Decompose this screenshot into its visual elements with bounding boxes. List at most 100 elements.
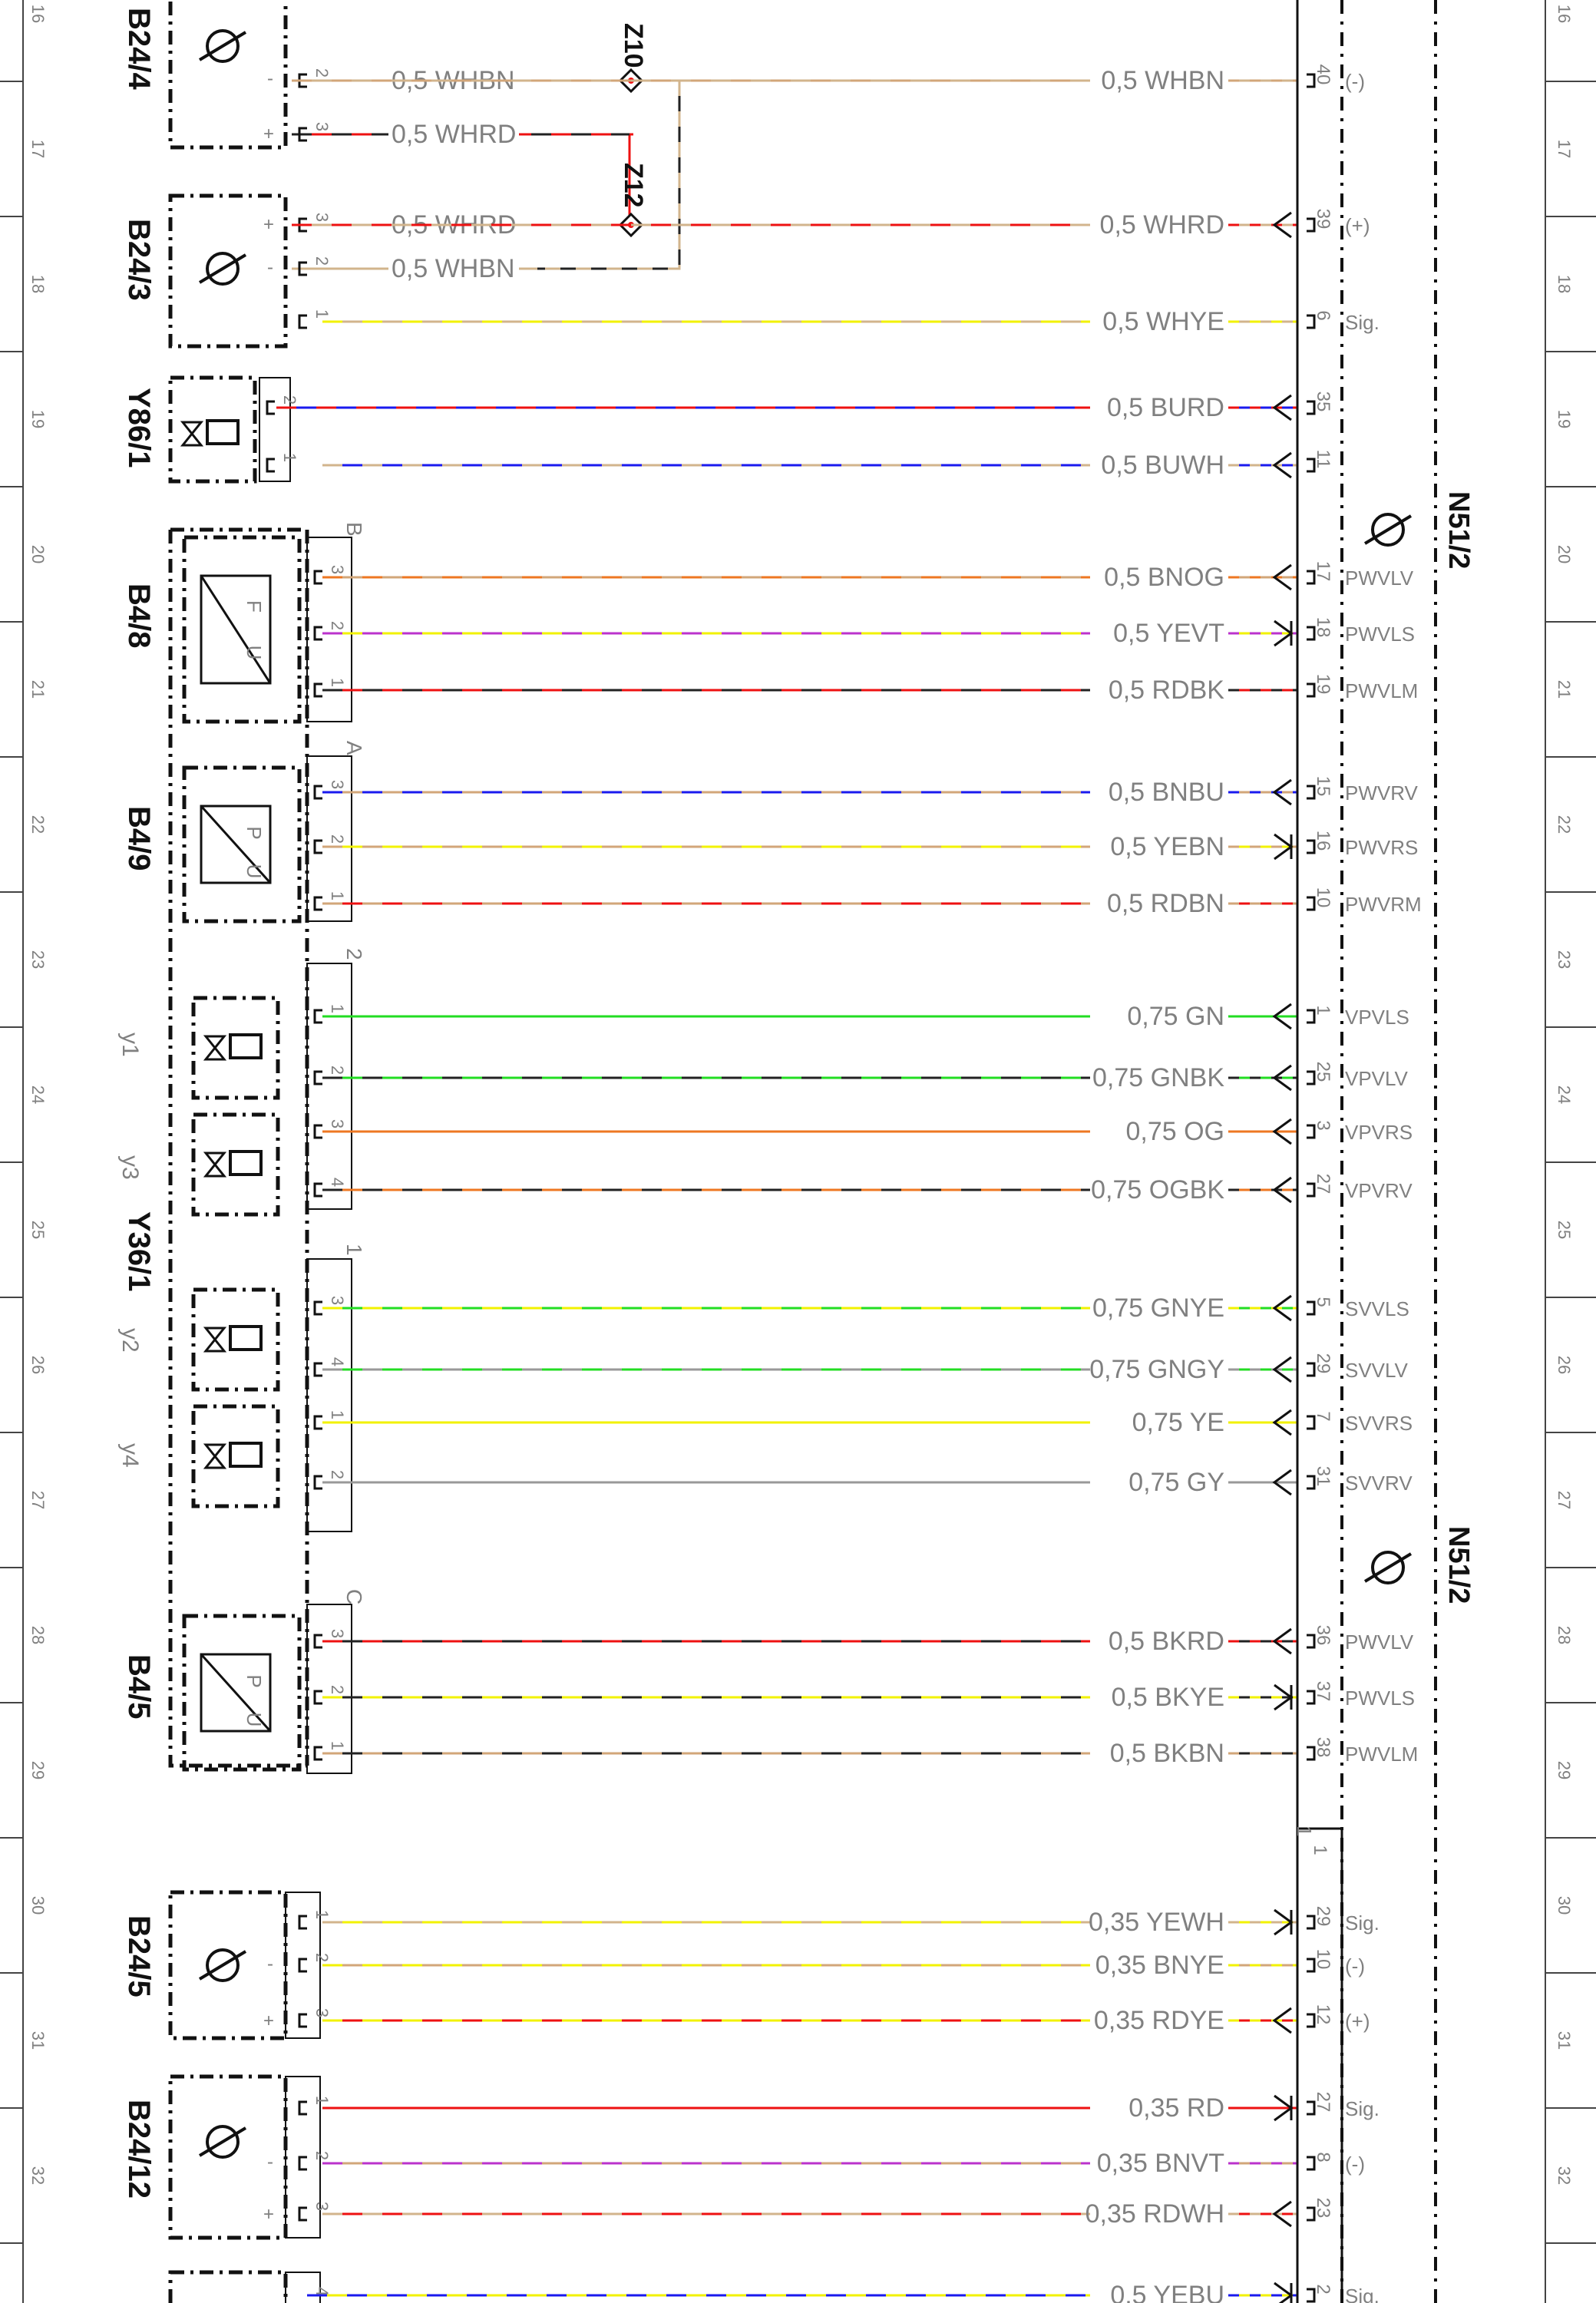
ecu-signal-label: VPVRV [1345,1179,1413,1202]
arrow-in-icon [1272,394,1292,421]
arrow-in-icon [1272,1469,1292,1496]
row-number-right: 17 [1555,140,1574,158]
pin-connector [266,400,275,415]
arrow-in-icon [1272,1003,1292,1030]
transducer-slash [200,1653,272,1733]
wire-label: 0,35 YEWH [1089,1908,1224,1937]
connector-letter: 1 [342,1244,366,1256]
wire-label: 0,5 YEBN [1110,832,1224,861]
ecu-pin-number: 27 [1313,1174,1333,1194]
wire-label-bg [1090,208,1228,239]
control-unit-label: N51/2 [1442,491,1475,569]
pin-number: 1 [312,309,332,319]
wire-label-bg [1090,1173,1228,1204]
ecu-signal-label: PWVLM [1345,679,1418,702]
pin-connector [298,1915,307,1930]
connector-housing [306,963,352,1210]
pin-number: 3 [328,565,347,574]
ecu-pin-connector [1307,314,1316,329]
wire-label: 0,75 GNYE [1092,1294,1224,1323]
row-number-left: 26 [28,1356,48,1374]
module-enclosure [168,527,309,1768]
control-unit-icon [1363,513,1413,547]
pin-connector [313,1634,322,1649]
transducer-letter: U [243,646,266,660]
wire-label: 0,75 GNGY [1089,1355,1224,1384]
pin-number: 1 [312,1910,332,1919]
sensor-icon [206,252,240,286]
connector-letter: C [342,1589,366,1604]
connector-housing [306,1258,352,1532]
transducer-slash [200,805,272,884]
ecu-pin-number: 23 [1313,2198,1333,2219]
splice-label: Z12 [619,163,648,208]
row-number-left: 21 [28,680,48,699]
ecu-pin-connector [1307,682,1316,698]
sensor-icon [206,29,240,63]
wire-label-bg [1090,887,1228,917]
ecu-pin-number: 31 [1313,1466,1333,1487]
valve-icon [203,1035,227,1061]
ecu-pin-connector [1307,1746,1316,1761]
valve-coil-icon [229,1033,263,1059]
pin-number: 3 [312,213,332,222]
ecu-signal-label: PWVLS [1345,623,1415,646]
ecu-pin-connector [1307,1009,1316,1024]
connector-housing [259,377,291,482]
row-number-right: 25 [1555,1221,1574,1239]
pins-b24-12: 123 [298,2096,332,2222]
wire-label-bg [388,208,519,239]
wire-label: 0,5 YEBU [1110,2281,1224,2303]
wire-label: 0,75 OG [1125,1117,1224,1146]
wire-label-bg [1090,1353,1228,1383]
ecu-pin-number: 8 [1313,2152,1333,2162]
wire-label: 0,35 BNVT [1097,2149,1224,2178]
pin-connector [313,896,322,911]
ecu-pin-connector [1307,1415,1316,1430]
component-label: B24/3 [122,219,156,301]
row-number-left: 29 [28,1761,48,1779]
component-box-partial [168,2270,288,2303]
pin-connector [298,261,307,276]
wire-label-bg [1090,1680,1228,1711]
arrow-in-icon [1272,778,1292,806]
ecu-pin-connector [1307,1915,1316,1930]
ecu-signal-label: (+) [1345,214,1370,237]
pin-number: 4 [312,2287,332,2296]
component-label: B4/8 [122,583,156,649]
wire-label-bg [1090,1905,1228,1936]
row-number-right: 19 [1555,410,1574,428]
row-number-right: 30 [1555,1896,1574,1915]
wire-label: 0,5 RDBN [1107,889,1224,918]
pin-connector [313,1124,322,1139]
ecu-pin-connector [1307,896,1316,911]
pin-connector [313,1475,322,1490]
row-number-right: 31 [1555,2031,1574,2050]
transducer-icon [200,805,272,884]
ecu-signal-label: PWVRV [1345,781,1419,805]
pins-b4-5: 321 [313,1629,347,1761]
ecu-pin-number: 35 [1313,392,1333,412]
pin-number: 2 [328,1470,347,1479]
row-number-right: 18 [1555,275,1574,293]
ecu-pin-number: 36 [1313,1625,1333,1646]
connector-housing [285,2076,321,2239]
transducer-letter: U [243,864,266,879]
pin-polarity: + [263,2204,274,2225]
wire-label-bg [1090,560,1228,591]
pin-connector [313,1746,322,1761]
connector-letter: 2 [342,948,366,960]
pin-number: 3 [312,122,332,131]
valve-label: y1 [117,1033,143,1057]
pin-number: 2 [280,395,299,405]
wire-label-bg [1090,1406,1228,1436]
wire-label: 0,5 BKRD [1109,1627,1224,1656]
